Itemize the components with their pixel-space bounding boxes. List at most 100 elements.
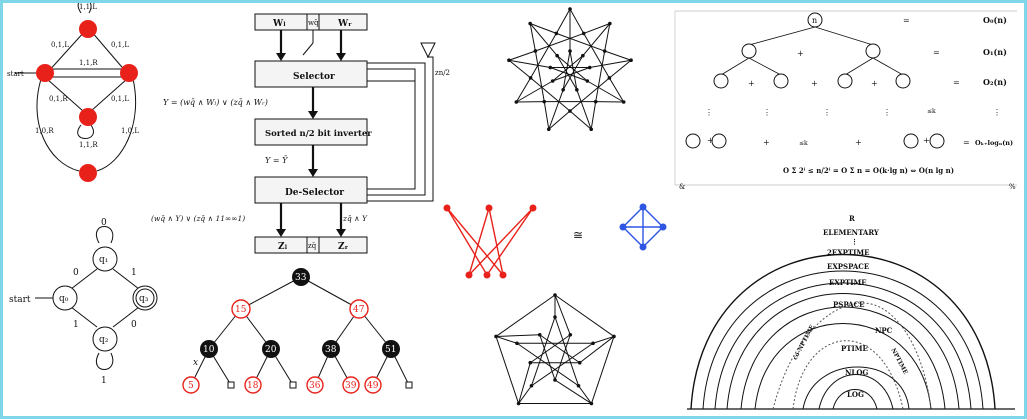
graph-vertex — [555, 32, 559, 36]
graph-edge — [509, 60, 550, 67]
graph-edge — [555, 335, 570, 380]
wr-label: Wᵣ — [337, 19, 352, 29]
class-conp: co-NPTIME — [792, 323, 817, 361]
dfa-red-state — [120, 64, 138, 82]
graph-edge — [590, 60, 631, 67]
dfa2-start: start — [9, 295, 31, 305]
graph-edge — [605, 51, 631, 60]
rb-node-black: 10 — [203, 345, 215, 355]
graph-edge — [517, 343, 579, 385]
dots: ⋮ — [823, 108, 831, 117]
graph-vertex — [594, 100, 598, 104]
wl-label: Wₗ — [272, 19, 286, 29]
dfa-red-start: start — [7, 70, 24, 78]
graph-edge — [556, 9, 570, 33]
graph-vertex — [581, 54, 585, 58]
graph-edge — [580, 336, 614, 362]
graph-vertex — [575, 88, 579, 92]
edge-label: 0,1,L — [51, 41, 69, 49]
state-q0: q₀ — [59, 294, 69, 304]
graph-edge — [509, 60, 531, 78]
graph-vertex — [553, 293, 557, 297]
class-nlog: NLOG — [845, 368, 868, 377]
state-q1: q₁ — [99, 255, 108, 265]
class-2exptime: 2EXPTIME — [827, 248, 869, 257]
cost-row: Oₖ₊logₙ(n) — [975, 139, 1013, 147]
rb-leaf-red: 49 — [367, 381, 379, 391]
dfa-four-states: start q₁ q₀ q₃ q₂ 0 0 1 1 0 1 — [9, 218, 157, 386]
equation-ybar: Y = Ȳ — [265, 156, 288, 165]
zn2-label: zn/2 — [435, 69, 450, 77]
dfa-red-state — [36, 64, 54, 82]
graph-vertex — [629, 58, 633, 62]
graph-edge — [591, 336, 614, 403]
class-R: R — [849, 214, 855, 223]
deselector-box: De-Selector — [285, 188, 344, 198]
dots: ⋮ — [763, 108, 771, 117]
graph-edge — [544, 102, 549, 130]
graph-edge — [540, 335, 555, 380]
rb-node-red: 47 — [353, 305, 365, 315]
red-black-tree: 33 15 47 10 20 38 51 x 5 18 36 39 49 — [183, 268, 412, 393]
star-graph-top — [507, 7, 633, 131]
rb-node-black: 33 — [295, 273, 307, 283]
equals-sign: = — [963, 138, 970, 147]
graph-vertex — [588, 66, 592, 70]
rb-leaf-red: 39 — [345, 381, 357, 391]
graph-edge — [555, 317, 579, 386]
x-marker: x — [193, 358, 198, 368]
graph-edge — [519, 363, 531, 404]
edge-label: 0 — [101, 218, 107, 228]
equals-sign: = — [933, 48, 940, 57]
edge-label: 1,1,R — [79, 59, 98, 67]
plus-sign: + — [855, 138, 862, 147]
state-q2: q₂ — [99, 335, 109, 345]
rb-node-black: 51 — [385, 345, 396, 355]
graph-vertex — [551, 79, 555, 83]
graph-vertex — [517, 402, 521, 406]
graph-vertex — [528, 361, 532, 365]
graph-edge — [596, 51, 605, 102]
graph-vertex — [561, 88, 565, 92]
graph-edge — [531, 317, 555, 386]
bipartite-isomorphism: ≅ — [444, 204, 667, 279]
k-of: ≤k — [799, 140, 808, 147]
zr-label: Zᵣ — [338, 242, 349, 252]
graph-vertex — [612, 335, 616, 339]
graph-edge — [531, 343, 593, 385]
graph-edge — [570, 9, 584, 33]
edge-label: 1 — [73, 320, 79, 330]
edge-label: 0,1,R — [49, 95, 68, 103]
graph-edge — [579, 386, 592, 404]
class-npc: NPC — [875, 326, 893, 335]
graph-vertex — [591, 341, 595, 345]
graph-vertex — [542, 100, 546, 104]
class-pspace: PSPACE — [833, 300, 864, 309]
graph-vertex — [515, 100, 519, 104]
graph-vertex — [507, 58, 511, 62]
class-ptime: PTIME — [841, 344, 868, 353]
recursion-tree: n + + + + + + + + ≤k ≤k ⋮ ⋮ ⋮ ⋮ ⋮ = = = … — [675, 11, 1017, 191]
edge-label: 0,1,L — [111, 95, 129, 103]
graph-vertex — [578, 361, 582, 365]
plus-sign: + — [707, 136, 714, 145]
equation-right: zq̄ ∧ Y — [342, 214, 368, 223]
wq-label: wq̄ — [308, 19, 319, 27]
dots: ⋮ — [883, 108, 891, 117]
edge-label: 1,1,R — [79, 141, 98, 149]
graph-edge — [556, 33, 604, 51]
graph-vertex — [553, 378, 557, 382]
edge-label: 1,0,R — [35, 127, 54, 135]
cost-row: O₂(n) — [983, 77, 1007, 87]
graph-vertex — [553, 315, 557, 319]
tree-root: n — [812, 16, 817, 25]
amp-mark: & — [679, 183, 685, 191]
state-q3: q₃ — [139, 294, 149, 304]
isomorphic-symbol: ≅ — [573, 228, 583, 242]
graph-vertex — [577, 384, 581, 388]
pct-mark: % — [1009, 183, 1016, 191]
graph-vertex — [608, 22, 612, 26]
zq-label: zq̄ — [308, 242, 317, 250]
graph-edge — [591, 102, 595, 130]
rb-leaf-red: 18 — [247, 381, 259, 391]
